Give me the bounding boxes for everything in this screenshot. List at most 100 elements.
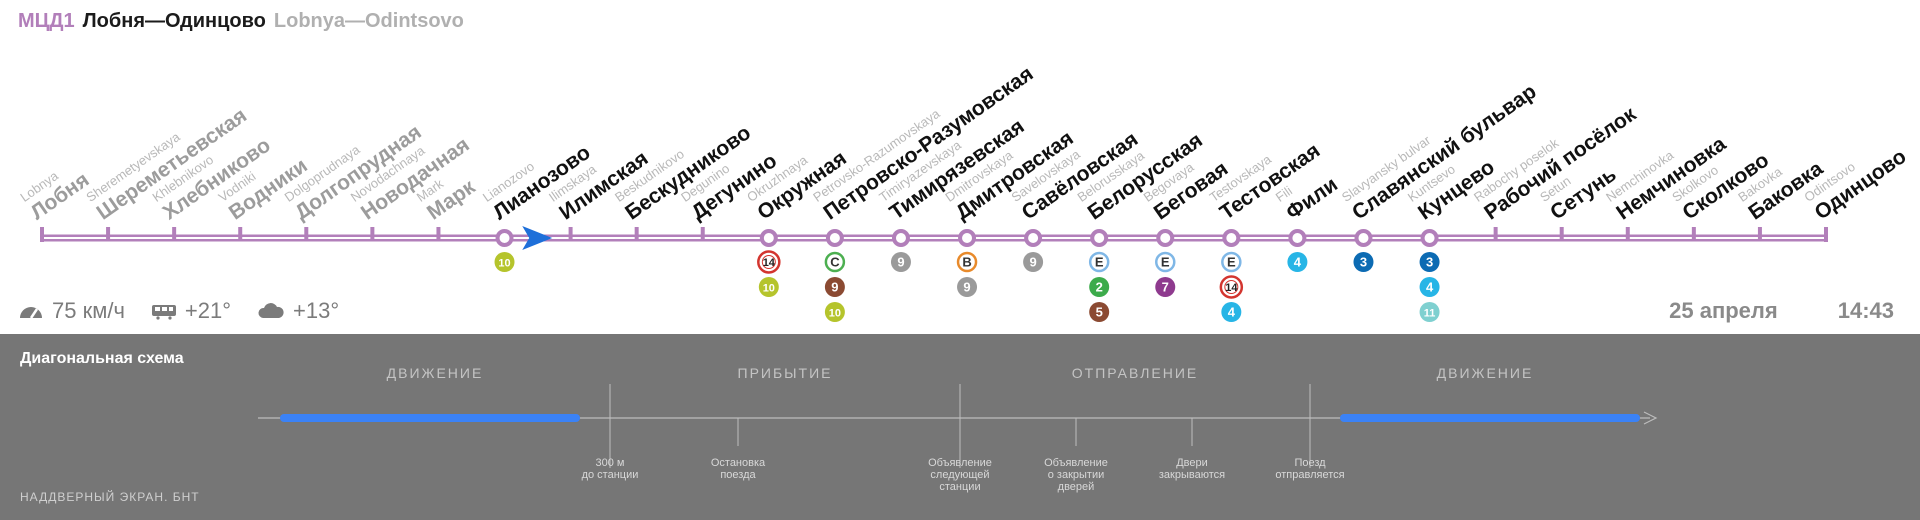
outside-temp-value: +13° — [293, 298, 340, 323]
station-node — [825, 229, 844, 247]
event-label: до станции — [582, 469, 639, 481]
transfer-badge: 10 — [758, 277, 779, 297]
transfer-badge-circle — [824, 302, 845, 322]
transfer-badge-circle — [824, 277, 845, 297]
date-label: 25 апреля — [1669, 298, 1778, 323]
transfer-badge-circle — [1221, 251, 1242, 273]
event-label: поезда — [720, 469, 756, 481]
event-label: Двери — [1176, 457, 1208, 469]
event-label: закрываются — [1159, 469, 1225, 481]
event-label: следующей — [930, 469, 989, 481]
transfer-badge-circle — [1287, 252, 1308, 272]
transfer-badge: E — [1088, 251, 1110, 273]
transfer-badge-inner — [761, 255, 776, 269]
transfer-badge-label: B — [962, 255, 971, 270]
transfer-badge: 7 — [1155, 277, 1176, 297]
current-position-arrow — [522, 226, 553, 250]
transfer-badge-label: 4 — [1426, 280, 1434, 295]
phase-label: ПРИБЫТИЕ — [738, 365, 833, 381]
transfer-badge-label: C — [830, 255, 840, 270]
transfer-badge-label: 9 — [831, 280, 838, 295]
transfer-badge: 4 — [1221, 302, 1242, 322]
transfer-badge: 9 — [957, 277, 978, 297]
transfer-badge: 2 — [1089, 277, 1110, 297]
outside-temp-readout: +13° — [257, 298, 339, 324]
transfer-badge-circle — [1419, 302, 1440, 322]
transfer-badge-circle — [956, 251, 978, 273]
transfer-badge-label: E — [1161, 255, 1170, 270]
inside-temp-value: +21° — [184, 298, 232, 323]
transfer-badge: 5 — [1089, 302, 1110, 322]
transfer-badge: 11 — [1419, 302, 1440, 322]
transfer-badge-label: 14 — [763, 257, 776, 269]
transfer-badge-circle — [1088, 251, 1110, 273]
station-node — [958, 229, 977, 247]
speed-readout: 75 км/ч — [18, 298, 125, 324]
transfer-badge-circle — [890, 252, 911, 272]
station-node — [891, 229, 910, 247]
transfer-badge-label: 3 — [1360, 255, 1367, 270]
transfer-badge-label: 10 — [498, 258, 510, 270]
transfer-badge: 3 — [1353, 252, 1374, 272]
event-label: отправляется — [1275, 469, 1344, 481]
transfer-badge: B — [956, 251, 978, 273]
transfer-badge-label: 2 — [1096, 280, 1103, 295]
event-label: Объявление — [1044, 457, 1108, 469]
station-node — [495, 229, 514, 247]
speedometer-icon — [20, 307, 42, 319]
line-code: МЦД1 — [18, 10, 75, 32]
transfer-badge-label: 10 — [763, 283, 775, 295]
event-label: Поезд — [1294, 457, 1326, 469]
cloud-icon — [258, 303, 284, 318]
panel-title: Диагональная схема — [20, 350, 184, 367]
transfer-badge: E — [1221, 251, 1242, 273]
event-label: станции — [939, 481, 980, 493]
event-label: 300 м — [596, 457, 625, 469]
transfer-badge-label: 4 — [1294, 255, 1302, 270]
speed-value: 75 км/ч — [52, 298, 125, 323]
station-node — [1288, 229, 1307, 247]
transfer-badge: 3 — [1419, 252, 1440, 272]
event-label: Объявление — [928, 457, 992, 469]
transfer-badge: 9 — [890, 252, 911, 272]
event-label: о закрытии — [1048, 469, 1105, 481]
transfer-badge-label: 3 — [1426, 255, 1433, 270]
transfer-badge: 9 — [1023, 252, 1044, 272]
transfer-badge-circle — [1419, 277, 1440, 297]
transfer-badge-circle — [1089, 302, 1110, 322]
phase-label: ДВИЖЕНИЕ — [1437, 365, 1534, 381]
transfer-badge: 9 — [824, 277, 845, 297]
transfer-badge: 10 — [824, 302, 845, 322]
transfer-badge-circle — [1089, 277, 1110, 297]
transfer-badge: C — [824, 251, 846, 273]
time-label: 14:43 — [1837, 298, 1894, 323]
transfer-badge-circle — [1023, 252, 1044, 272]
transfer-badge-circle — [1155, 277, 1176, 297]
inside-temp-readout: +21° — [151, 298, 231, 324]
station-node — [1420, 229, 1439, 247]
transfer-badge-circle — [494, 252, 515, 272]
transfer-badge-label: 9 — [963, 280, 970, 295]
station-node — [1354, 229, 1373, 247]
transfer-badge-circle — [824, 251, 846, 273]
transfer-badge: 14 — [1219, 275, 1244, 299]
phase-label: ДВИЖЕНИЕ — [387, 365, 484, 381]
transfer-badge-label: 9 — [897, 255, 904, 270]
event-label: Остановка — [711, 457, 766, 469]
station-node — [759, 229, 778, 247]
transfer-badge-circle — [1353, 252, 1374, 272]
transfer-badge-circle — [957, 277, 978, 297]
transfer-badge-label: E — [1227, 255, 1236, 270]
transfer-badge-circle — [1221, 302, 1242, 322]
status-bar: 75 км/ч +21° +13° — [18, 296, 365, 326]
transfer-badge-circle — [758, 277, 779, 297]
panel-footer: НАДДВЕРНЫЙ ЭКРАН. БНТ — [20, 490, 200, 504]
station-node — [1024, 229, 1043, 247]
station-node — [1222, 229, 1241, 247]
train-car-icon — [151, 305, 176, 320]
